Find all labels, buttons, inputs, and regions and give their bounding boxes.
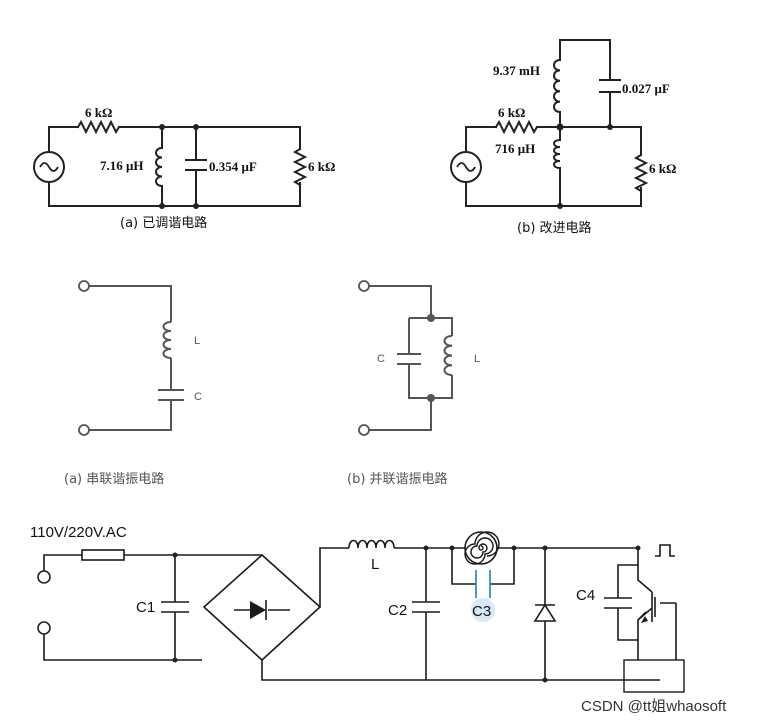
resistor-icon [494, 119, 539, 135]
capacitor-c2-icon [412, 601, 440, 613]
igbt-transistor-icon [637, 565, 677, 660]
load-resistor-label: 6 kΩ [649, 161, 676, 176]
pulse-signal-icon [655, 544, 675, 557]
capacitor-c1-icon [161, 601, 189, 613]
capacitor-label: C [377, 353, 385, 365]
capacitor-icon [599, 79, 621, 93]
capacitor-label: 0.354 μF [209, 159, 257, 174]
capacitor-icon [185, 159, 207, 171]
series-resonance-diagram: L C (a) 串联谐振电路 [64, 280, 202, 487]
load-resistor-icon [292, 147, 308, 187]
inductor-icon [155, 146, 164, 188]
capacitor-icon [158, 389, 184, 401]
inductor-icon [553, 58, 562, 114]
ac-input-label: 110V/220V.AC [30, 524, 127, 541]
terminal-icon [358, 280, 370, 292]
terminal-icon [78, 424, 90, 436]
diode-icon [250, 601, 266, 619]
tuned-circuit-caption: (a) 已调谐电路 [120, 215, 207, 231]
improved-circuit-caption: (b) 改进电路 [517, 220, 592, 236]
c3-label: C3 [472, 603, 491, 620]
induction-power-circuit: 110V/220V.AC C1 L C2 [30, 524, 685, 693]
terminal-icon [37, 621, 51, 635]
terminal-icon [78, 280, 90, 292]
inductor-label: 7.16 μH [100, 158, 143, 173]
parallel-resonance-diagram: C L (b) 并联谐振电路 [347, 280, 480, 487]
series-resistor-label: 6 kΩ [498, 105, 525, 120]
parallel-resonance-caption: (b) 并联谐振电路 [347, 471, 448, 487]
c4-label: C4 [576, 587, 595, 604]
inductor-label: L [194, 335, 200, 347]
fuse-icon [81, 549, 125, 561]
c2-label: C2 [388, 602, 407, 619]
c1-label: C1 [136, 599, 155, 616]
resistor-icon [76, 119, 121, 135]
inductor-icon [348, 539, 395, 549]
inductor-icon [443, 335, 453, 376]
inductor-icon [162, 321, 172, 359]
bridge-rectifier-icon [202, 553, 322, 662]
load-resistor-label: 6 kΩ [308, 159, 335, 174]
series-resonance-caption: (a) 串联谐振电路 [64, 471, 164, 487]
terminal-icon [37, 570, 51, 584]
gate-driver-box [623, 659, 685, 693]
diode-icon [533, 603, 557, 622]
tuned-circuit-diagram: 6 kΩ 7.16 μH 0.354 μF 6 kΩ (a) 已调谐电路 [33, 105, 335, 231]
inductor-label: L [474, 353, 480, 365]
bottom-inductor-label: 716 μH [495, 141, 535, 156]
watermark: CSDN @tt姐whaosoft [581, 698, 727, 715]
series-resistor-label: 6 kΩ [85, 105, 112, 120]
capacitor-label: C [194, 391, 202, 403]
load-resistor-icon [633, 153, 649, 193]
capacitor-c4-icon [604, 597, 632, 609]
inductor-icon [553, 138, 562, 170]
capacitor-c3-icon [475, 570, 491, 598]
capacitor-label: 0.027 μF [622, 81, 670, 96]
terminal-icon [358, 424, 370, 436]
capacitor-icon [397, 353, 421, 365]
inductor-label: L [371, 556, 379, 573]
improved-circuit-diagram: 9.37 mH 0.027 μF 6 kΩ 716 μH 6 kΩ (b) 改进… [450, 39, 676, 236]
top-inductor-label: 9.37 mH [493, 63, 540, 78]
